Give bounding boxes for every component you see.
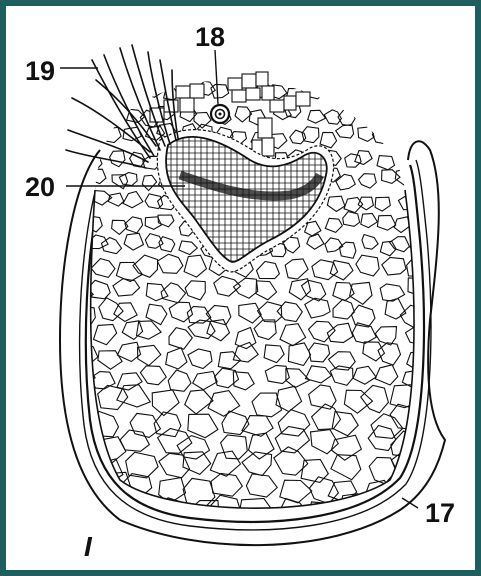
endosperm-cell: [357, 87, 374, 102]
endosperm-cell: [417, 103, 433, 118]
endosperm-cell: [181, 59, 198, 72]
endosperm-cell: [311, 61, 327, 74]
label-20: 20: [25, 172, 55, 202]
endosperm-cell: [146, 62, 163, 75]
endosperm-cell: [375, 102, 391, 116]
endosperm-cell: [321, 62, 341, 78]
endosperm-cell: [322, 82, 338, 96]
endosperm-cell: [218, 59, 235, 73]
endosperm-cell: [413, 213, 432, 228]
endosperm-cell: [396, 111, 413, 125]
endosperm-cell: [346, 82, 363, 95]
endosperm-cell: [344, 61, 362, 76]
label-18: 18: [195, 22, 225, 52]
endosperm-cell: [414, 87, 434, 100]
endosperm-cell: [283, 64, 301, 76]
endosperm-cell: [70, 63, 90, 79]
endosperm-cell: [85, 89, 103, 103]
endosperm-cell: [394, 128, 412, 144]
endosperm-tissue: [62, 59, 434, 527]
endosperm-cell: [307, 502, 340, 525]
endosperm-cell: [355, 68, 374, 83]
label-19: 19: [25, 56, 55, 86]
endosperm-cell: [90, 499, 121, 524]
endosperm-cell: [66, 285, 94, 303]
endosperm-cell: [377, 62, 395, 75]
endosperm-cell: [410, 66, 427, 80]
endosperm-cell: [69, 83, 89, 97]
endosperm-cell: [85, 59, 103, 75]
endosperm-cell: [398, 88, 418, 105]
endosperm-cell: [382, 90, 400, 103]
pollen-grain: [211, 105, 229, 123]
endosperm-cell: [70, 366, 95, 384]
endosperm-cell: [273, 68, 292, 84]
endosperm-cell: [413, 134, 431, 146]
endosperm-cell: [410, 239, 426, 253]
endosperm-cell: [66, 504, 97, 526]
panel-label: I: [84, 531, 93, 562]
endosperm-cell: [73, 216, 88, 232]
endosperm-cell: [197, 60, 215, 74]
endosperm-cell: [413, 169, 430, 185]
endosperm-cell: [357, 102, 373, 118]
endosperm-cell: [397, 61, 415, 75]
label-17: 17: [425, 498, 455, 528]
